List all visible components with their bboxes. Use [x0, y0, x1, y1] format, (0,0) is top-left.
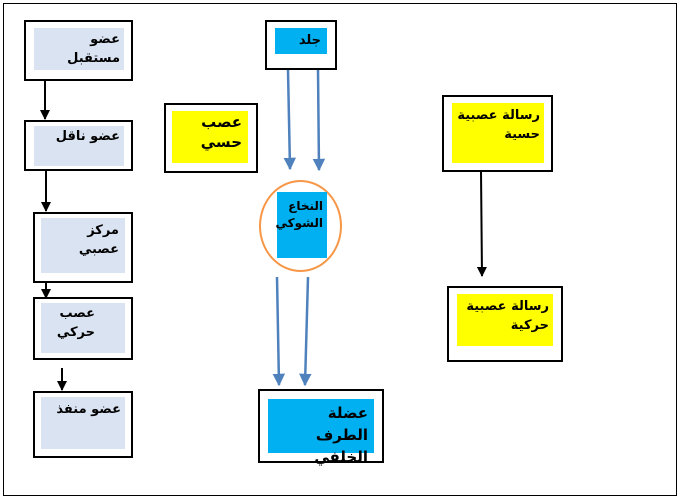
skin-box: جلد [265, 20, 337, 70]
nerve-center-label: مركز عصبي [41, 218, 125, 273]
arrow-skin-to-cord-left [283, 69, 297, 171]
receptor-box: عضو مستقبل [24, 20, 133, 81]
arrow-cord-to-muscle-right [299, 276, 312, 387]
sensory-neuron-label: عضو ناقل [34, 126, 124, 166]
sensory-neuron-box: عضو ناقل [24, 120, 133, 171]
spinal-cord-label: النخاع الشوكي [276, 192, 327, 258]
spinal-cord-ellipse: النخاع الشوكي [259, 180, 342, 272]
skin-label: جلد [275, 28, 327, 54]
motor-nerve-label: عصب حركي [41, 303, 125, 353]
sensory-nerve-label: عصب حسي [172, 111, 248, 163]
muscle-label: عضلة الطرف الخلفي [268, 399, 374, 466]
receptor-label: عضو مستقبل [34, 28, 124, 70]
motor-message-label: رسالة عصبية حركية [457, 294, 553, 346]
arrow-cord-to-muscle-left [272, 276, 286, 387]
nerve-center-box: مركز عصبي [33, 212, 133, 283]
effector-label: عضو منفذ [41, 397, 125, 449]
arrow-sensory-to-motor-message [476, 171, 487, 277]
sensory-message-label: رسالة عصبية حسية [452, 103, 544, 163]
effector-box: عضو منفذ [33, 391, 133, 458]
sensory-nerve-box: عصب حسي [164, 103, 258, 173]
diagram-frame [3, 3, 677, 496]
arrow-skin-to-cord-right [312, 69, 326, 172]
motor-message-box: رسالة عصبية حركية [447, 286, 563, 362]
motor-nerve-box: عصب حركي [33, 297, 133, 360]
sensory-message-box: رسالة عصبية حسية [442, 95, 553, 172]
muscle-box: عضلة الطرف الخلفي [258, 389, 384, 466]
